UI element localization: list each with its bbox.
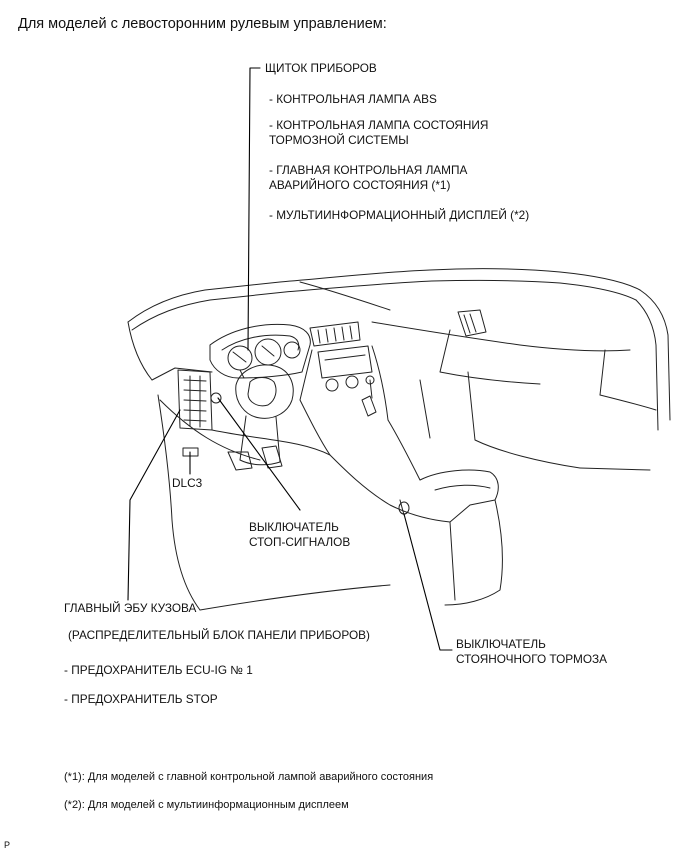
- cluster-item-display: МУЛЬТИИНФОРМАЦИОННЫЙ ДИСПЛЕЙ (*2): [269, 208, 529, 223]
- stop-switch-label: ВЫКЛЮЧАТЕЛЬ СТОП-СИГНАЛОВ: [249, 520, 350, 549]
- body-ecu-fuse-ecu-ig: ПРЕДОХРАНИТЕЛЬ ECU-IG № 1: [64, 663, 253, 678]
- footnote-2: (*2): Для моделей с мультиинформационным…: [64, 799, 349, 811]
- stop-switch-line2: СТОП-СИГНАЛОВ: [249, 534, 351, 549]
- cluster-item-brake-line2: ТОРМОЗНОЙ СИСТЕМЫ: [269, 132, 409, 147]
- cluster-title: ЩИТОК ПРИБОРОВ: [265, 61, 377, 75]
- parking-switch-line2: СТОЯНОЧНОГО ТОРМОЗА: [456, 651, 607, 666]
- leader-cluster: [247, 67, 261, 351]
- footnote-1: (*1): Для моделей с главной контрольной …: [64, 771, 434, 783]
- steering-wheel-drawing: [235, 364, 294, 466]
- body-ecu-title: ГЛАВНЫЙ ЭБУ КУЗОВА: [64, 601, 197, 615]
- dlc3-label: DLC3: [172, 476, 203, 490]
- cluster-item-master-line2: АВАРИЙНОГО СОСТОЯНИЯ (*1): [269, 177, 451, 192]
- cluster-item-brake-line1: КОНТРОЛЬНАЯ ЛАМПА СОСТОЯНИЯ: [269, 118, 488, 133]
- lower-dash-drawing: [127, 321, 391, 611]
- instrument-cluster-drawing: [209, 323, 311, 379]
- cluster-item-brake: КОНТРОЛЬНАЯ ЛАМПА СОСТОЯНИЯ ТОРМОЗНОЙ СИ…: [269, 118, 488, 147]
- leader-lines: [127, 67, 453, 651]
- stop-switch-line1: ВЫКЛЮЧАТЕЛЬ: [249, 520, 339, 534]
- cluster-item-master: ГЛАВНАЯ КОНТРОЛЬНАЯ ЛАМПА АВАРИЙНОГО СОС…: [269, 163, 467, 192]
- dashboard-outline: [127, 268, 671, 471]
- page-heading: Для моделей с левосторонним рулевым упра…: [18, 16, 387, 32]
- body-ecu-fuse-stop: ПРЕДОХРАНИТЕЛЬ STOP: [64, 692, 217, 707]
- cluster-item-master-line1: ГЛАВНАЯ КОНТРОЛЬНАЯ ЛАМПА: [269, 163, 467, 178]
- corner-mark: P: [4, 840, 11, 850]
- parking-switch-label: ВЫКЛЮЧАТЕЛЬ СТОЯНОЧНОГО ТОРМОЗА: [456, 637, 607, 666]
- parking-switch-line1: ВЫКЛЮЧАТЕЛЬ: [456, 637, 546, 651]
- leader-stop-switch: [217, 397, 301, 511]
- cluster-item-abs: КОНТРОЛЬНАЯ ЛАМПА ABS: [269, 92, 437, 107]
- leader-parking: [403, 513, 453, 651]
- center-console-drawing: [299, 309, 503, 606]
- body-ecu-subtitle: (РАСПРЕДЕЛИТЕЛЬНЫЙ БЛОК ПАНЕЛИ ПРИБОРОВ): [68, 628, 370, 642]
- leader-body-ecu: [127, 409, 181, 601]
